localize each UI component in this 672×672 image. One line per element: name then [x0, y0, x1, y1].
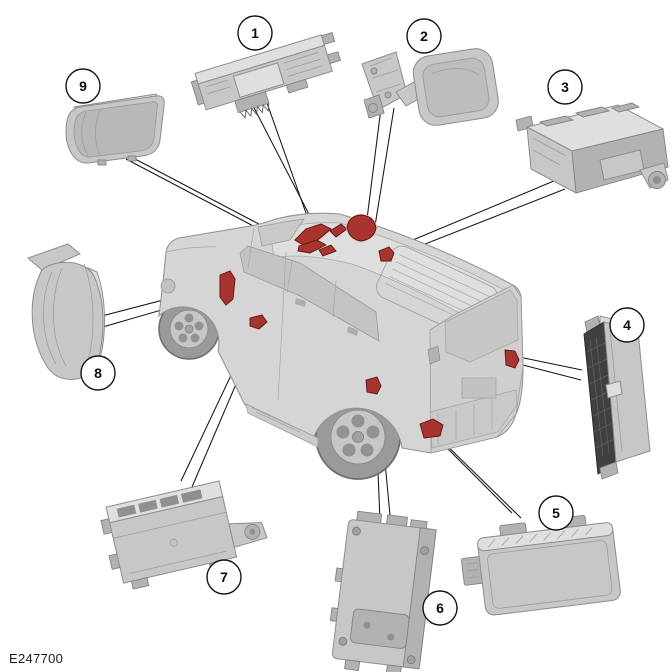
leader-line-2a	[366, 107, 382, 220]
component-roof-console-module	[190, 32, 342, 119]
leader-line-1a	[249, 99, 314, 223]
windshield	[257, 218, 305, 247]
roof-antenna-tab-highlight	[318, 244, 337, 257]
leader-line-4a	[518, 356, 583, 371]
door-handle-front	[295, 298, 306, 307]
callout-8-number: 8	[94, 365, 102, 381]
callout-5-number: 5	[552, 505, 560, 521]
leader-line-3a	[388, 177, 562, 251]
callout-9-number: 9	[79, 78, 87, 94]
rear-plate-recess	[461, 377, 497, 399]
callout-2-number: 2	[420, 28, 428, 44]
component-ecu-module-3	[515, 102, 669, 194]
component-control-module-6	[329, 510, 437, 672]
highlighted-parts	[218, 213, 520, 439]
callout-7: 7	[206, 559, 242, 595]
body-seams	[165, 227, 287, 401]
door-sill-module-highlight	[249, 314, 268, 330]
component-control-module-5	[460, 515, 621, 616]
figure-reference-code: E247700	[9, 651, 64, 666]
rear-quarter-module-highlight	[365, 376, 382, 395]
callout-4: 4	[609, 307, 645, 343]
taillight	[427, 345, 441, 365]
rear-bumper-module-highlight	[419, 418, 444, 439]
roof-sensor-highlight	[378, 246, 395, 262]
component-ecu-module-7	[100, 480, 268, 590]
display-screen	[73, 101, 158, 158]
callout-4-number: 4	[623, 317, 631, 333]
rear-corner-module-highlight	[504, 349, 520, 369]
component-door-mirror	[361, 48, 499, 126]
side-windows	[239, 245, 380, 342]
callout-6-number: 6	[436, 600, 444, 616]
leader-line-2b	[373, 107, 395, 233]
mirror-glass	[422, 57, 490, 118]
side-step	[245, 403, 319, 448]
callout-7-number: 7	[220, 569, 228, 585]
callout-5: 5	[538, 495, 574, 531]
rear-bumper	[429, 389, 518, 449]
callout-2: 2	[406, 18, 442, 54]
callout-6: 6	[422, 590, 458, 626]
roof-fin-antenna-highlight	[346, 214, 377, 242]
b-pillar-module-highlight	[219, 270, 236, 306]
component-display-panel-9	[65, 93, 165, 166]
callout-1-number: 1	[251, 25, 259, 41]
callout-3: 3	[547, 69, 583, 105]
component-curved-panel-8	[27, 243, 105, 380]
callout-1: 1	[237, 15, 273, 51]
leader-line-4b	[518, 363, 582, 381]
vehicle-illustration	[158, 212, 524, 480]
callout-8: 8	[80, 355, 116, 391]
window-pillars	[286, 260, 337, 318]
component-amplifier-module	[583, 315, 651, 480]
callout-9: 9	[65, 68, 101, 104]
roof-antenna-base-highlight	[297, 239, 327, 254]
callout-3-number: 3	[561, 79, 569, 95]
rear-window	[444, 289, 519, 363]
leader-line-5b	[436, 435, 522, 519]
headlight	[160, 278, 176, 294]
door-handle-rear	[347, 326, 358, 336]
